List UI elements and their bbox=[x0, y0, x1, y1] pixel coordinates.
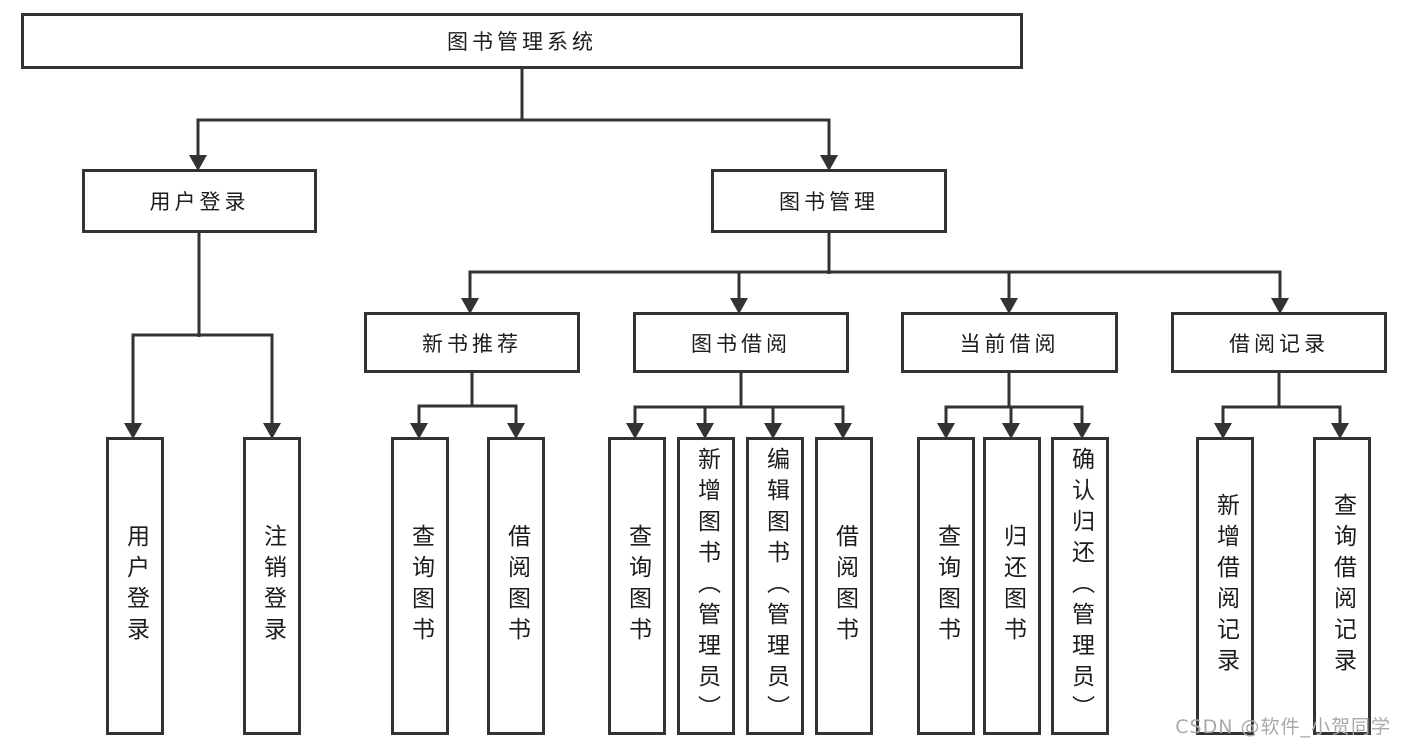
leaf-add-borrow-record: 新增借阅记录 bbox=[1196, 437, 1254, 735]
leaf-query-books-current: 查询图书 bbox=[917, 437, 975, 735]
leaf-query-books-recommend: 查询图书 bbox=[391, 437, 449, 735]
leaf-borrow-books: 借阅图书 bbox=[815, 437, 873, 735]
leaf-query-borrow-record: 查询借阅记录 bbox=[1313, 437, 1371, 735]
csdn-watermark: CSDN @软件_小贺同学 bbox=[1175, 716, 1391, 738]
node-new-book-recommend: 新书推荐 bbox=[364, 312, 580, 373]
leaf-return-books: 归还图书 bbox=[983, 437, 1041, 735]
leaf-confirm-return-admin: 确认归还（管理员） bbox=[1051, 437, 1109, 735]
node-borrowing-records: 借阅记录 bbox=[1171, 312, 1387, 373]
node-library-system: 图书管理系统 bbox=[21, 13, 1023, 69]
node-user-login: 用户登录 bbox=[82, 169, 317, 233]
leaf-borrow-books-recommend: 借阅图书 bbox=[487, 437, 545, 735]
leaf-query-books-borrow: 查询图书 bbox=[608, 437, 666, 735]
leaf-user-login: 用户登录 bbox=[106, 437, 164, 735]
node-book-borrowing: 图书借阅 bbox=[633, 312, 849, 373]
node-book-management: 图书管理 bbox=[711, 169, 947, 233]
leaf-add-books-admin: 新增图书（管理员） bbox=[677, 437, 735, 735]
leaf-logout: 注销登录 bbox=[243, 437, 301, 735]
node-current-borrowing: 当前借阅 bbox=[901, 312, 1118, 373]
leaf-edit-books-admin: 编辑图书（管理员） bbox=[746, 437, 804, 735]
